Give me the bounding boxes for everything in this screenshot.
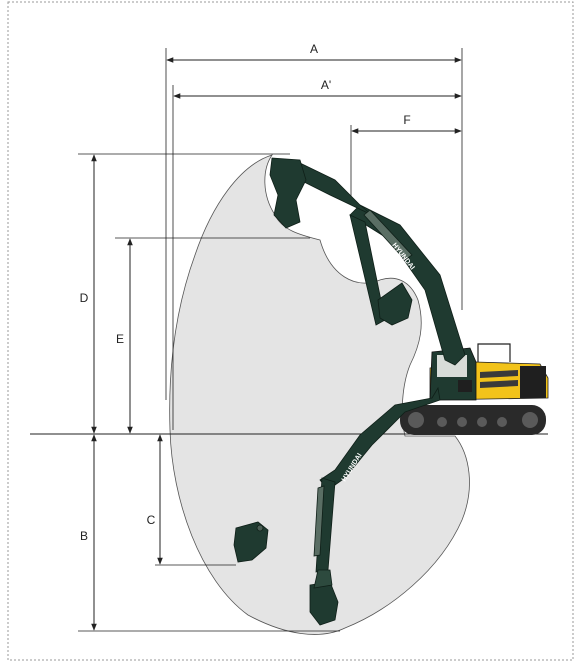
dimension-a-prime-label: A' bbox=[321, 78, 331, 92]
raised-boom-arm bbox=[269, 157, 466, 366]
dimension-c-label: C bbox=[147, 513, 156, 527]
excavator-machine bbox=[400, 343, 549, 435]
dimension-b-label: B bbox=[80, 529, 88, 543]
bucket-folded bbox=[377, 282, 413, 326]
bucket-deep bbox=[233, 521, 269, 563]
boom-upper bbox=[349, 204, 466, 366]
bucket-upper bbox=[269, 157, 307, 229]
counterweight bbox=[520, 366, 546, 398]
dimension-f-label: F bbox=[403, 113, 410, 127]
page-border bbox=[7, 1, 574, 661]
dimension-d-label: D bbox=[80, 291, 89, 305]
track bbox=[400, 405, 546, 435]
lowered-boom-arm bbox=[309, 386, 441, 626]
dimension-e-label: E bbox=[116, 332, 124, 346]
dimension-a-label: A bbox=[310, 42, 318, 56]
digging-envelope bbox=[169, 154, 470, 635]
